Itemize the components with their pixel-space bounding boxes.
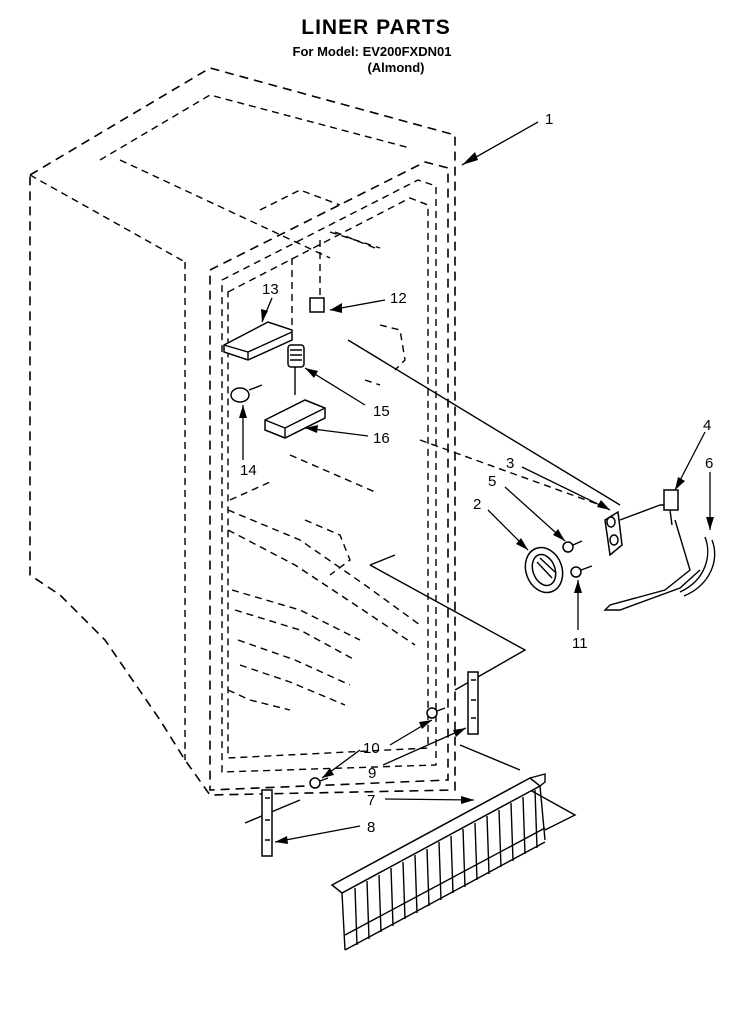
leader-7 [384, 798, 475, 801]
part-14-light-bulb [230, 384, 263, 403]
callout-15: 15 [373, 403, 390, 420]
callout-13: 13 [262, 281, 279, 298]
part-13-light-shield [223, 258, 293, 361]
part-3-control-bracket [604, 504, 661, 557]
callout-5: 5 [488, 473, 496, 490]
callout-9: 9 [368, 765, 376, 782]
callout-8: 8 [367, 819, 375, 836]
part-12-clip [309, 231, 376, 313]
part-4-thermostat [603, 489, 701, 611]
part-7-wire-shelf [330, 773, 546, 951]
leader-5 [504, 486, 566, 542]
callout-1: 1 [545, 111, 553, 128]
callout-2: 2 [473, 496, 481, 513]
callout-14: 14 [240, 462, 257, 479]
part-9-shelf-rail-right [467, 671, 479, 735]
callout-3: 3 [506, 455, 514, 472]
callout-6: 6 [705, 455, 713, 472]
finish-label: (Almond) [367, 60, 425, 75]
part-8-shelf-rail-left [261, 789, 273, 857]
callout-12: 12 [390, 290, 407, 307]
callout-11: 11 [572, 635, 588, 652]
control-axis-line [347, 339, 621, 506]
part-5-screw [562, 540, 583, 553]
callout-7: 7 [367, 792, 375, 809]
part-10-screws [309, 707, 446, 789]
part-6-tube [679, 536, 716, 597]
part-16-bracket [264, 399, 326, 439]
leader-9 [382, 727, 467, 766]
model-number: For Model: EV200FXDN01 [292, 44, 452, 59]
part-2-control-knob [524, 546, 564, 594]
leader-8 [274, 825, 361, 843]
part-15-light-socket [287, 344, 305, 395]
callout-10: 10 [363, 740, 380, 757]
liner-cabinet [29, 67, 456, 796]
construction-lines [244, 554, 577, 831]
leader-3 [521, 466, 611, 511]
page-title: LINER PARTS [301, 16, 451, 39]
part-11-screw [570, 565, 593, 578]
callout-16: 16 [373, 430, 390, 447]
callout-4: 4 [703, 417, 711, 434]
